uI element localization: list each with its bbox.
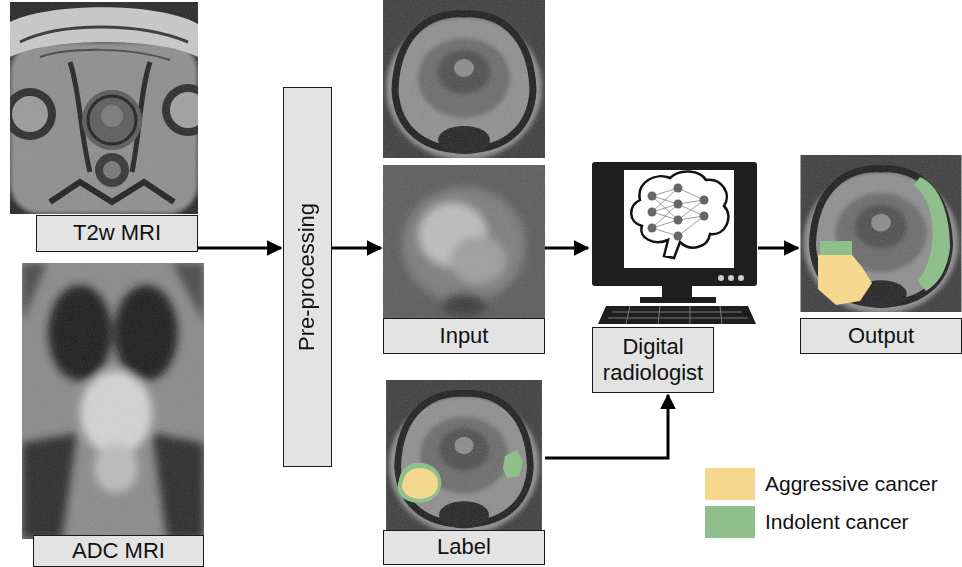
computer-node: Digital radiologist [590,160,758,393]
computer-icon-part-part [648,192,657,201]
computer-icon-part-part [674,200,683,209]
computer-icon-part-part [674,216,683,225]
computer-icon-part-part [648,224,657,233]
caption-box: ADC MRI [33,535,204,567]
input-t2-crop-part [383,0,545,160]
label-scan-part [402,468,438,499]
flow-arrow [332,247,381,250]
computer-icon-part [648,184,709,241]
computer-icon-part [652,188,704,236]
caption-text: Output [848,323,914,349]
legend-label: Indolent cancer [765,510,909,534]
label-scan [386,380,542,534]
computer-icon-part-part [674,232,683,241]
scan-panel: ADC MRI [22,263,204,567]
input-adc-crop [383,165,545,318]
scan-panel: Label [383,380,545,565]
caption-box: Label [383,530,545,565]
caption-text: T2w MRI [73,220,161,246]
caption-box: Input [383,318,545,354]
caption-text: Digital radiologist [597,334,709,387]
caption-text: ADC MRI [72,538,165,564]
caption-box: Digital radiologist [592,327,714,393]
output-scan-part [914,177,950,291]
computer-icon-part [624,170,734,268]
adc-scan-part [22,263,204,539]
input-t2-crop [383,0,545,160]
legend-label: Aggressive cancer [765,472,938,496]
caption-box: T2w MRI [36,215,198,252]
label-scan-part [386,380,542,534]
computer-icon-part-part [652,188,704,236]
output-scan-part [801,155,962,314]
computer-icon-part [728,275,734,281]
output-scan-part [818,255,872,305]
label-scan-part [398,463,442,503]
computer-icon-part [631,171,728,258]
caption-text: Input [440,323,489,349]
flow-arrow [545,395,668,458]
scan-panel: Input [383,0,545,354]
t2w-scan-part [10,2,198,214]
computer-icon-part [592,162,757,286]
computer-icon-part-part [700,212,709,221]
process-label: Pre-processing [294,203,320,351]
flow-arrow [758,247,798,250]
computer-icon-part-part [700,196,709,205]
flow-arrow [545,247,588,250]
scan-panel: Output [800,155,962,354]
adc-scan-part [22,263,204,539]
computer-icon-part [598,306,756,324]
computer-icon-part [608,306,748,324]
t2w-scan [4,2,214,214]
flow-arrow [198,247,281,250]
computer-icon-part [662,286,692,298]
legend-row: Aggressive cancer [705,466,938,502]
input-adc-crop-part [383,165,545,318]
caption-text: Label [437,534,491,560]
adc-scan [22,263,204,539]
computer-icon-part [738,275,744,281]
caption-box: Output [800,318,962,354]
scan-panel: T2w MRI [10,2,198,252]
output-scan-part [820,241,852,257]
adc-scan-part [22,263,204,539]
computer-icon [592,162,757,324]
legend-swatch [705,468,755,500]
computer-icon-part-part [648,208,657,217]
input-adc-crop-part [383,165,545,318]
legend-swatch [705,506,755,538]
label-scan-part [503,450,523,478]
legend-row: Indolent cancer [705,504,938,540]
computer-icon-part-part [674,184,683,193]
process-box: Pre-processing [283,87,332,467]
legend: Aggressive cancerIndolent cancer [705,466,938,542]
computer-icon-part [718,275,724,281]
t2w-scan-part [10,2,198,214]
output-scan [801,155,962,314]
computer-icon-part [640,297,716,303]
